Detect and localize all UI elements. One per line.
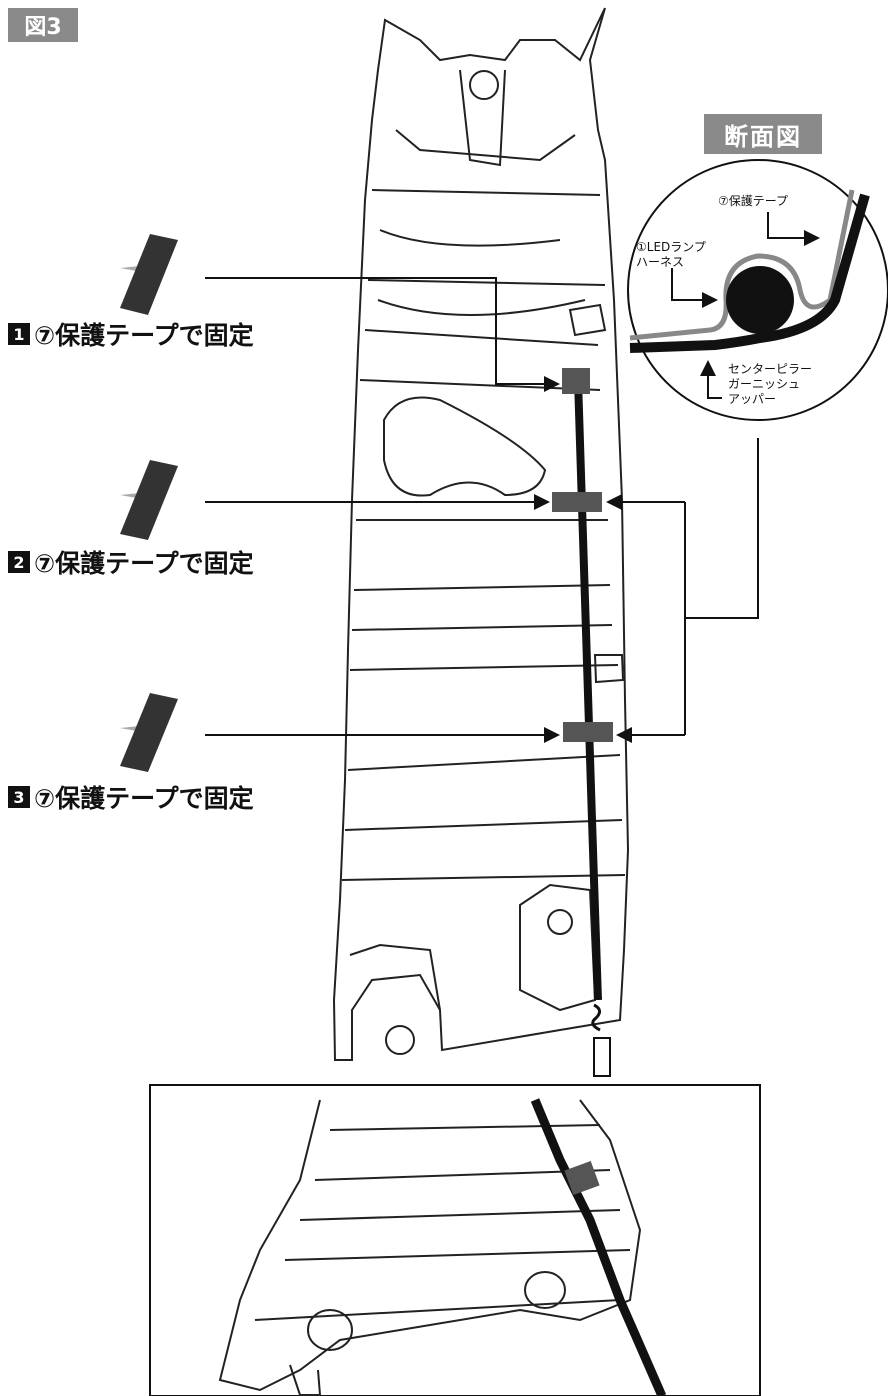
callout-led-line1: ①LEDランプ [636, 240, 706, 254]
step-2-label: 2 ⑦保護テープで固定 [8, 545, 254, 579]
step-3-label: 3 ⑦保護テープで固定 [8, 780, 254, 814]
detail-view [149, 1084, 761, 1396]
tape-strip-icon-2 [120, 460, 178, 540]
callout-pillar-line3: アッパー [728, 392, 777, 406]
callout-center-pillar: センターピラー ガーニッシュ アッパー [728, 362, 812, 407]
step-3-number: 3 [8, 786, 30, 808]
tape-strip-icon-1 [120, 234, 178, 315]
step-1-label: 1 ⑦保護テープで固定 [8, 317, 254, 351]
pillar-garnish-part [332, 7, 630, 1061]
tape-patch-3 [563, 722, 613, 742]
callout-pillar-line1: センターピラー [728, 362, 813, 376]
callout-led-harness: ①LEDランプ ハーネス [636, 240, 706, 270]
tape-patch-2 [552, 492, 602, 512]
cross-section-view [627, 159, 888, 421]
step-3-text: ⑦保護テープで固定 [34, 784, 254, 813]
callout-led-line2: ハーネス [636, 255, 685, 269]
step-1-number: 1 [8, 323, 30, 345]
step-2-number: 2 [8, 551, 30, 573]
step-2-text: ⑦保護テープで固定 [34, 549, 254, 578]
figure-label: 図3 [8, 8, 78, 42]
tape-patch-1 [562, 368, 590, 394]
callout-pillar-line2: ガーニッシュ [728, 377, 801, 391]
step-1-text: ⑦保護テープで固定 [34, 321, 254, 350]
callout-protective-tape: ⑦保護テープ [718, 194, 789, 208]
leader-lines [205, 277, 759, 743]
section-view-label: 断面図 [704, 114, 822, 154]
led-harness [574, 379, 611, 1077]
cross-section-arrows [671, 212, 820, 399]
tape-strip-icon-3 [120, 693, 178, 772]
